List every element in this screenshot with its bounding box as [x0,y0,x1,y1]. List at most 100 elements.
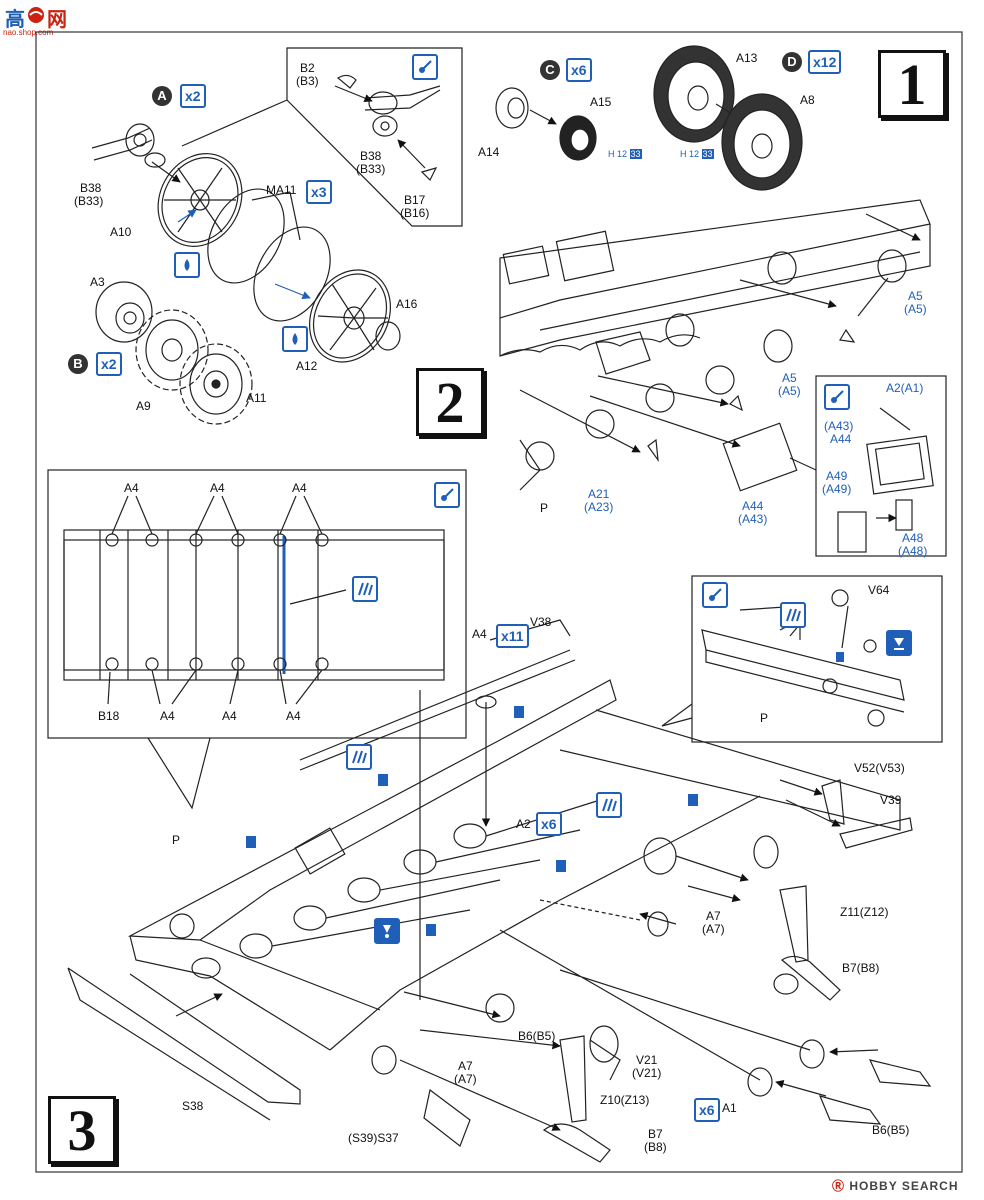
sprocket-a9-drawing [135,309,209,391]
part-label: (B33) [356,162,386,176]
part-label: V64 [868,583,890,597]
part-label: P [760,711,769,725]
part-label: B6(B5) [872,1123,910,1137]
glue-icon [702,582,728,608]
step-number-3: 3 [48,1096,116,1164]
cement-drop-icon [174,252,200,278]
glue-icon [412,54,438,80]
qty-c: x6 [566,58,592,82]
glue-icon [824,384,850,410]
part-label: A7 [458,1059,473,1073]
part-label: V52(V53) [854,761,905,775]
marker-d: D [782,52,802,72]
part-label: P [172,833,181,847]
part-label: A15 [590,95,612,109]
part-label: (A7) [454,1072,477,1086]
part-label: A49 [826,469,848,483]
axle-b38-drawing [91,123,166,168]
paint-stripe-icon [780,602,806,628]
paint-code-h: H 12 [680,149,700,159]
cut-icon [886,630,912,656]
cement-drop-icon [282,326,308,352]
road-wheel-a10-drawing [157,153,243,247]
part-label: V38 [530,615,552,629]
part-label: (A49) [822,482,852,496]
step-number-2: 2 [416,368,484,436]
part-label: A12 [296,359,318,373]
qty-a1: x6 [694,1098,720,1122]
wheel-a13-drawing [653,45,735,143]
part-label: A1 [722,1101,737,1115]
qty-a4: x11 [496,624,529,648]
logo-ball-icon [28,7,44,23]
part-label: (V21) [632,1066,662,1080]
hull-topview-drawing [63,495,445,705]
hubcap-a16-drawing [375,321,401,351]
ring-ma11-a-drawing [207,188,285,284]
part-label: (B16) [400,206,430,220]
qty-a2: x6 [536,812,562,836]
part-label: S38 [182,1099,204,1113]
part-label: A7 [706,909,721,923]
part-label: (A5) [904,302,927,316]
part-label: Z11(Z12) [840,905,889,919]
part-label: V21 [636,1053,658,1067]
logo-glyph: 高 [5,9,25,31]
paint-code-num: 33 [701,149,714,159]
part-label: A5 [782,371,797,385]
rail-v38-drawing [299,649,576,771]
bracket-v52-drawing [821,779,845,825]
site-logo: 高 网 nao.shop.com [3,3,71,41]
watermark: Ⓡ HOBBY SEARCH [832,1177,958,1194]
part-label: A13 [736,51,758,65]
hull-step2-drawing [499,199,931,492]
part-label: MA11 [266,183,297,197]
part-label: B38 [80,181,102,195]
part-label: A10 [110,225,132,239]
marker-a: A [152,86,172,106]
part-label: A4 [286,709,301,723]
part-label: B6(B5) [518,1029,556,1043]
marker-c: C [540,60,560,80]
part-label: B18 [98,709,120,723]
paint-stripe-icon [596,792,622,818]
paint-stripe-icon [346,744,372,770]
part-label: B17 [404,193,426,207]
watermark-brand: HOBBY SEARCH [849,1179,959,1193]
qty-ma11: x3 [306,180,332,204]
logo-url: nao.shop.com [3,28,54,37]
rail-v39-drawing [839,817,913,849]
part-label: Z10(Z13) [600,1093,650,1107]
drill-hole-icon [374,918,400,944]
part-label: (B3) [296,74,319,88]
part-label: A5 [908,289,923,303]
part-label: A4 [160,709,175,723]
hub-b2-drawing [336,74,441,182]
part-label: A3 [90,275,105,289]
part-label: A4 [210,481,225,495]
road-wheel-a12-drawing [308,269,392,363]
part-label: A44 [830,432,852,446]
part-label: A4 [124,481,139,495]
part-label: (A7) [702,922,725,936]
part-label: (A5) [778,384,801,398]
part-label: A2(A1) [886,381,924,395]
part-label: P [540,501,549,515]
sprocket-a3-drawing [95,281,153,343]
plate-a44-inset-drawing [837,407,934,553]
part-label: (B33) [74,194,104,208]
paint-stripe-icon [352,576,378,602]
sprocket-a11-drawing [179,343,253,425]
part-label: A44 [742,499,764,513]
paint-code-num: 33 [629,149,642,159]
part-label: A14 [478,145,500,159]
part-label: A11 [246,391,267,405]
part-label: B38 [360,149,382,163]
part-label: A9 [136,399,151,413]
marker-b: B [68,354,88,374]
qty-a: x2 [180,84,206,108]
part-label: B7(B8) [842,961,880,975]
wheel-a8-drawing [721,93,803,191]
part-label: A2 [516,817,531,831]
